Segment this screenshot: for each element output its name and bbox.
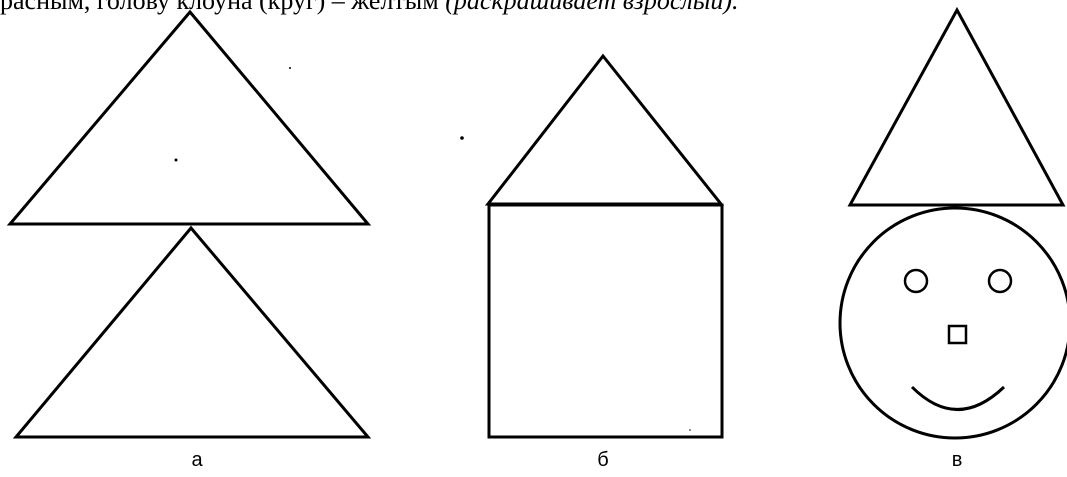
figure-c	[840, 10, 1067, 438]
figure-c-mouth-smile	[912, 387, 1004, 410]
figure-a	[10, 12, 368, 437]
figure-a-lower-triangle	[16, 228, 368, 437]
figure-c-label: в	[937, 448, 977, 472]
figure-a-speck-2	[289, 67, 291, 69]
figure-c-left-eye	[905, 270, 927, 292]
figure-b-speck-2	[689, 429, 691, 431]
figure-b	[460, 56, 722, 437]
figure-c-right-eye	[989, 270, 1011, 292]
figure-b-label: б	[583, 448, 623, 472]
figure-c-face-circle	[840, 208, 1067, 438]
figure-c-hat-triangle	[850, 10, 1063, 205]
figure-b-square	[489, 205, 722, 437]
figure-a-label: а	[177, 448, 217, 472]
figure-a-speck	[175, 159, 178, 162]
figure-b-speck	[460, 136, 464, 140]
figure-a-upper-triangle	[10, 12, 368, 224]
figure-b-roof-triangle	[488, 56, 721, 204]
figure-c-nose-square	[949, 326, 966, 343]
